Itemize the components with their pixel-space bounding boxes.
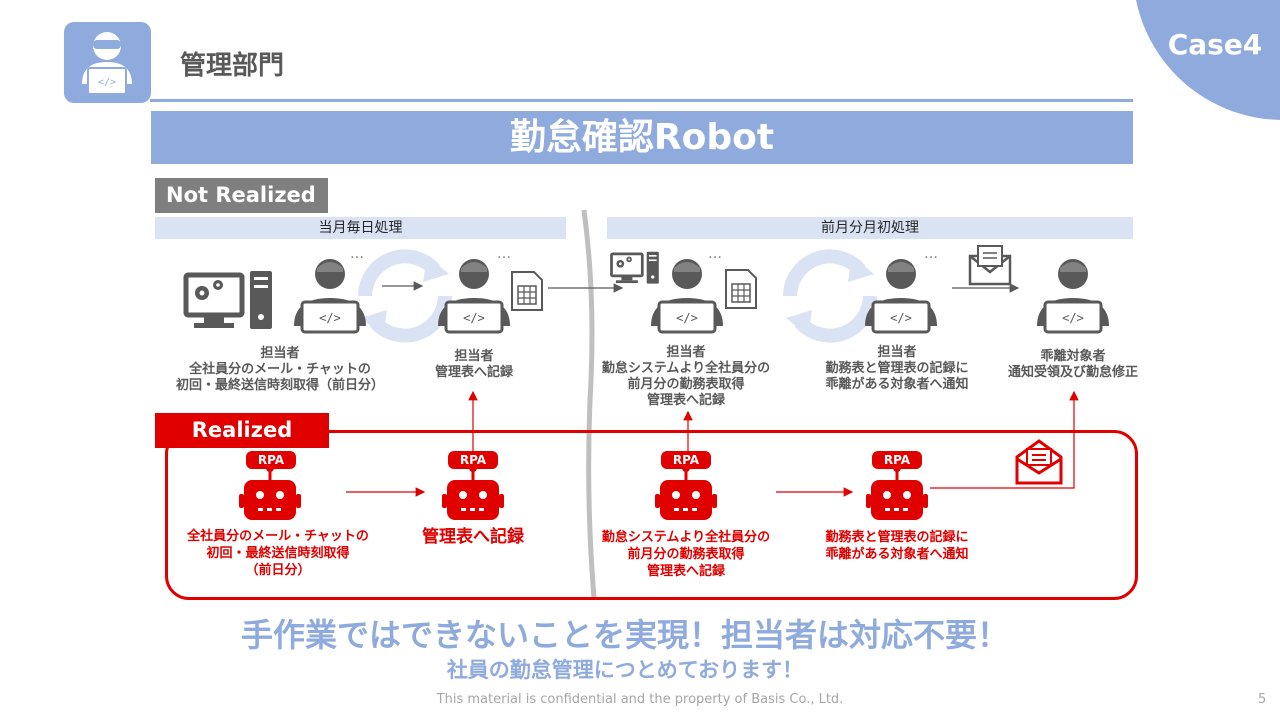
rpa-caption-1: 全社員分のメール・チャットの 初回・最終送信時刻取得 （前日分） xyxy=(187,529,369,578)
developer-icon xyxy=(1035,257,1111,334)
spreadsheet-icon xyxy=(511,271,543,311)
svg-text:…: … xyxy=(924,246,938,262)
header-divider xyxy=(150,99,1133,102)
phase-separator xyxy=(581,209,597,599)
realized-box xyxy=(165,430,1138,600)
step-caption-5: 乖離対象者 通知受領及び勤怠修正 xyxy=(1007,349,1138,380)
svg-text:…: … xyxy=(350,246,364,262)
rpa-badge: RPA xyxy=(872,451,922,469)
rpa-caption-2: 管理表へ記録 xyxy=(422,527,524,547)
slogan-main: 手作業ではできないことを実現！担当者は対応不要！ xyxy=(240,616,1009,654)
footer-confidential: This material is confidential and the pr… xyxy=(436,692,844,707)
department-title: 管理部門 xyxy=(180,51,285,81)
developer-icon xyxy=(863,257,939,334)
page-number: 5 xyxy=(1258,692,1267,707)
spreadsheet-icon xyxy=(725,269,757,309)
phase-daily-label: 当月毎日処理 xyxy=(155,217,566,239)
step-caption-1: 担当者 全社員分のメール・チャットの 初回・最終送信時刻取得（前日分） xyxy=(175,346,384,393)
realized-label: Realized xyxy=(155,413,329,448)
rpa-caption-3: 勤怠システムより全社員分の 前月分の勤務表取得 管理表へ記録 xyxy=(601,530,771,579)
svg-text:…: … xyxy=(708,246,722,262)
case-label: Case4 xyxy=(1167,28,1263,61)
phase-monthly-label: 前月分月初処理 xyxy=(607,217,1133,239)
step-caption-4: 担当者 勤務表と管理表の記録に 乖離がある対象者へ通知 xyxy=(825,345,969,392)
step-caption-2: 担当者 管理表へ記録 xyxy=(434,349,513,380)
slogan-sub: 社員の勤怠管理につとめております！ xyxy=(446,658,804,682)
developer-icon xyxy=(436,257,512,334)
developer-icon xyxy=(649,257,725,334)
rpa-badge: RPA xyxy=(246,451,296,469)
svg-text:…: … xyxy=(497,246,511,262)
developer-icon: </> xyxy=(64,22,151,103)
rpa-caption-4: 勤務表と管理表の記録に 乖離がある対象者へ通知 xyxy=(825,530,969,562)
not-realized-label: Not Realized xyxy=(155,178,328,213)
rpa-badge: RPA xyxy=(448,451,498,469)
step-caption-3: 担当者 勤怠システムより全社員分の 前月分の勤務表取得 管理表へ記録 xyxy=(601,345,771,408)
rpa-badge: RPA xyxy=(661,451,711,469)
svg-text:</>: </> xyxy=(98,77,116,88)
mail-icon xyxy=(968,244,1012,286)
computer-icon xyxy=(186,271,272,329)
page-title: 勤怠確認Robot xyxy=(151,111,1133,164)
developer-icon xyxy=(292,257,368,334)
